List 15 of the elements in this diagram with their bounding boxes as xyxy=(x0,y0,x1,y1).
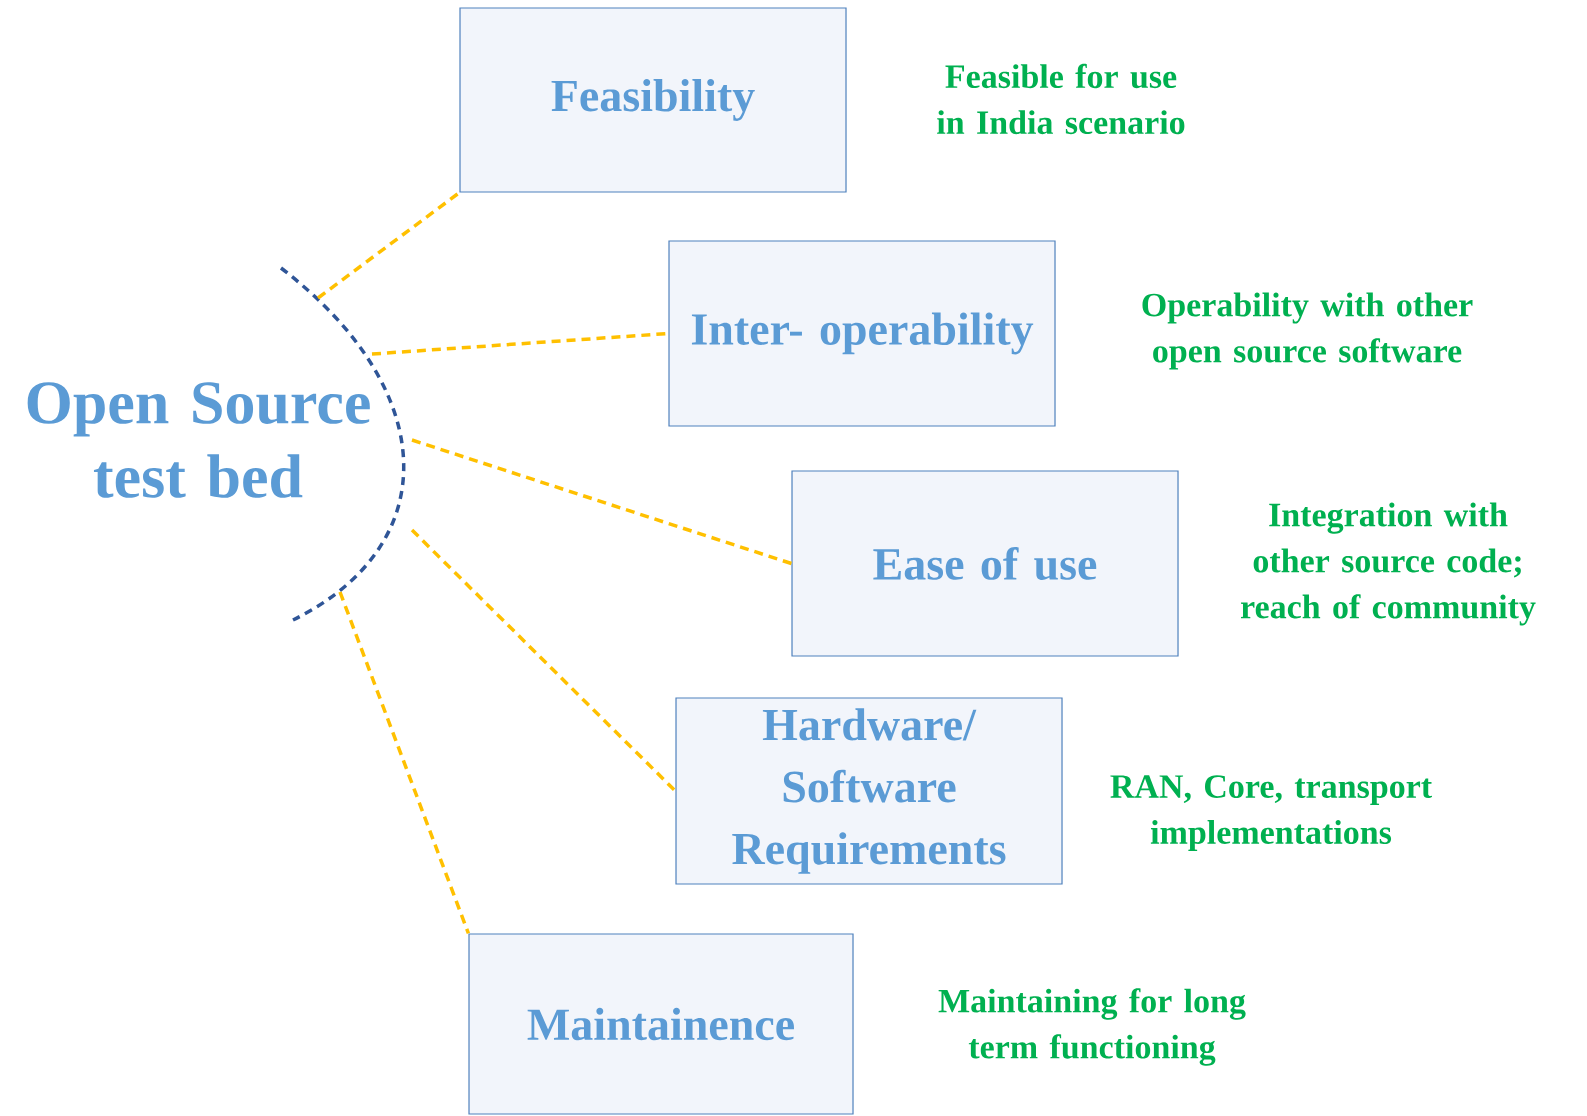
text-box: Feasibility xyxy=(459,7,847,193)
annotation-text: Integration with other source code; reach of community xyxy=(1241,502,1536,626)
annotation-text: Feasible for use in India scenario xyxy=(937,63,1185,135)
dashed-connector xyxy=(316,191,461,300)
text-box: Hardware/ Software Requirements xyxy=(675,697,1063,885)
text-box: Ease of use xyxy=(791,470,1179,657)
annotation-text: RAN, Core, transport implementations xyxy=(1110,775,1432,851)
text-box: Inter- operability xyxy=(668,240,1056,427)
dashed-connector xyxy=(411,438,792,566)
dashed-connector xyxy=(338,591,471,935)
dashed-connector xyxy=(410,528,677,793)
text-box: Maintainence xyxy=(468,933,854,1115)
annotation-text: Maintaining for long term functioning xyxy=(938,988,1246,1066)
annotation-text: Operability with other open source software xyxy=(1142,292,1473,370)
title-text: Open Source test bed xyxy=(27,382,370,498)
